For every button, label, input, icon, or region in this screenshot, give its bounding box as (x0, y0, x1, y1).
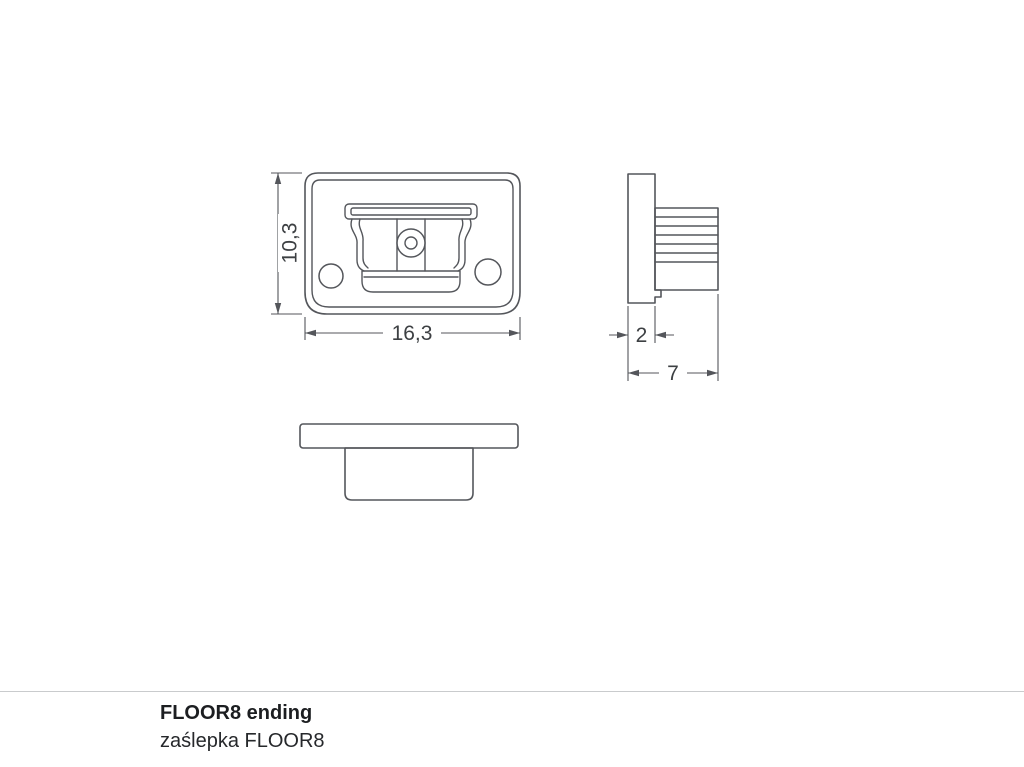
side-view (627, 173, 719, 304)
dimension-label-bg (383, 322, 441, 344)
drawing-title: FLOOR8 ending (160, 702, 313, 724)
dimension-label-bg (630, 324, 653, 346)
profile-top-bar-inner (350, 207, 472, 216)
arrowhead-right (617, 331, 628, 339)
side-body-outline (654, 207, 719, 291)
front-inner-outline (311, 179, 514, 308)
dimension-side-flange: 2 (609, 306, 674, 381)
screw-hole-circle (404, 236, 418, 250)
bottom-view (299, 423, 519, 501)
dimension-front-width: 16,3 (304, 317, 521, 345)
dimension-front-height: 10,3 (271, 172, 302, 315)
profile-left-wing-inner (358, 218, 369, 269)
arrowhead-left (305, 329, 316, 337)
front-view (304, 172, 521, 315)
dimension-label-front-height: 10,3 (279, 223, 302, 264)
arrowhead-left (628, 369, 639, 377)
side-body-ribs (654, 216, 719, 263)
left-mount-hole (318, 263, 344, 289)
bottom-flange-outline (299, 423, 519, 449)
dimension-label-side-depth: 7 (667, 362, 679, 385)
profile-left-wing (350, 218, 365, 272)
arrowhead-left (655, 331, 666, 339)
profile-bottom-bar (361, 270, 461, 293)
arrowhead-right (707, 369, 718, 377)
screw-boss-circle (396, 228, 426, 258)
side-flange-outline (627, 173, 662, 304)
title-divider-line (0, 691, 1024, 692)
dimension-label-front-width: 16,3 (392, 322, 433, 345)
dimension-label-bg (278, 214, 300, 272)
profile-top-bar (344, 203, 478, 220)
drawing-subtitle: zaślepka FLOOR8 (160, 730, 325, 752)
bottom-body-outline (344, 447, 474, 501)
arrowhead-up (274, 173, 282, 184)
dimension-label-bg (659, 362, 687, 384)
arrowhead-right (509, 329, 520, 337)
front-outer-outline (304, 172, 521, 315)
arrowhead-down (274, 303, 282, 314)
profile-right-wing-inner (453, 218, 464, 269)
right-mount-hole (474, 258, 502, 286)
dimension-side-depth: 7 (628, 294, 719, 385)
profile-right-wing (457, 218, 472, 272)
dimension-label-side-flange: 2 (636, 324, 648, 347)
